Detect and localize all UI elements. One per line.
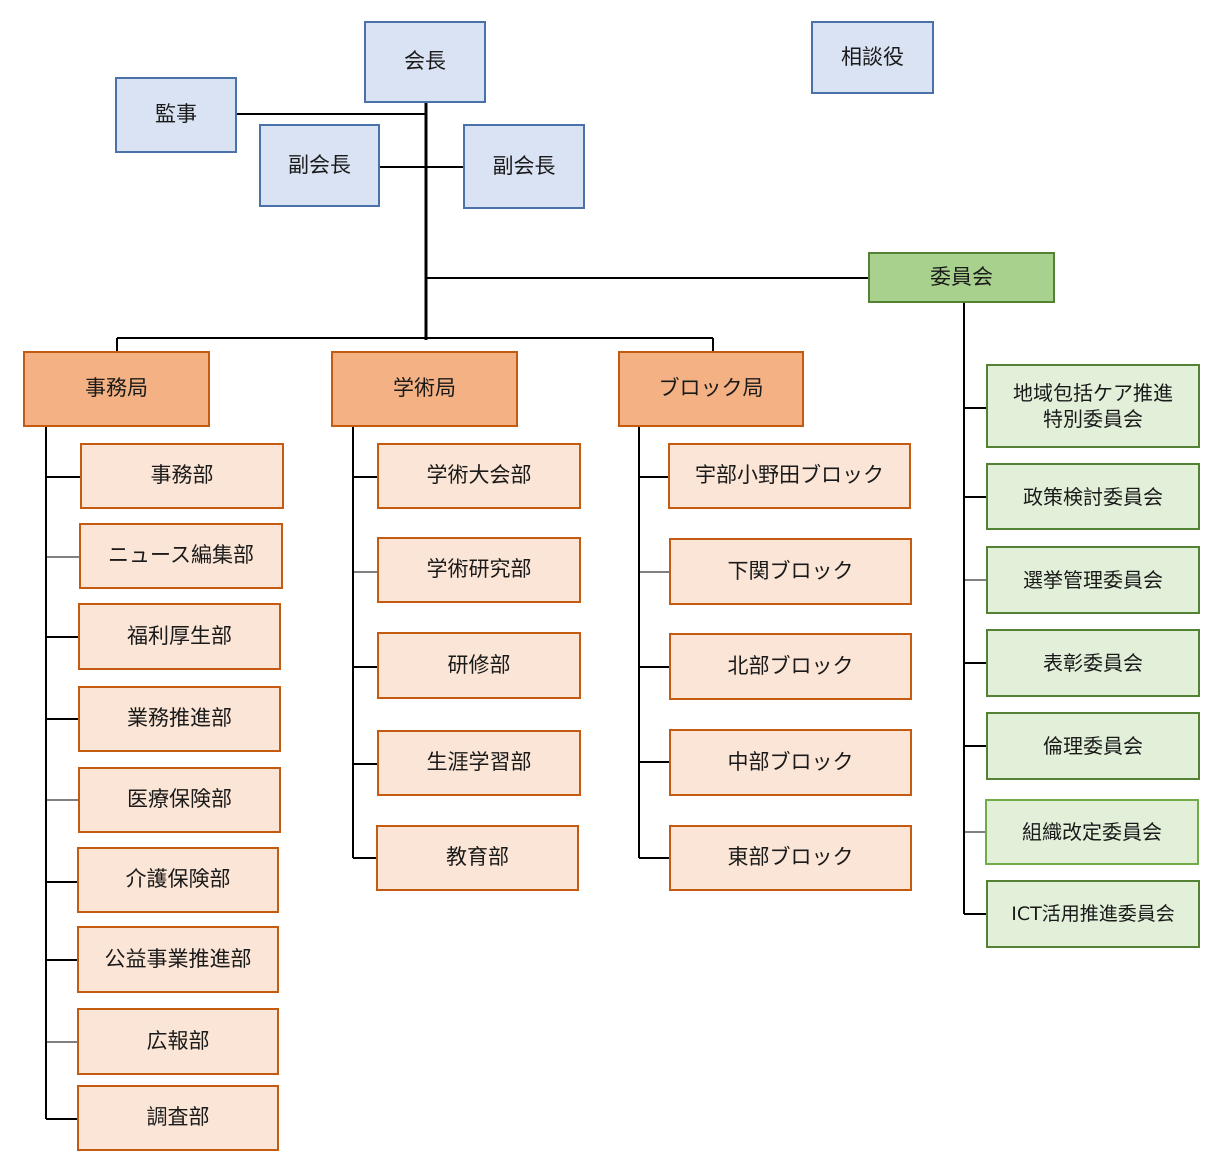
department-box: 教育部: [376, 825, 579, 891]
department-box: 介護保険部: [77, 847, 279, 913]
vice-president-box-left: 副会長: [259, 124, 380, 207]
advisor-box: 相談役: [811, 21, 934, 94]
department-box: 研修部: [377, 632, 581, 699]
department-box: 業務推進部: [78, 686, 281, 752]
committee-box: 組織改定委員会: [985, 799, 1199, 865]
bureau-box-gakujutsu: 学術局: [331, 351, 518, 427]
department-box: 生涯学習部: [377, 730, 581, 796]
department-box: 下関ブロック: [669, 538, 912, 605]
department-box: 事務部: [80, 443, 284, 509]
committee-box: 選挙管理委員会: [986, 546, 1200, 614]
department-box: 調査部: [77, 1085, 279, 1151]
committee-head-box: 委員会: [868, 252, 1055, 303]
committee-box: 政策検討委員会: [986, 463, 1200, 530]
department-box: 学術大会部: [377, 443, 581, 509]
president-box: 会長: [364, 21, 486, 103]
department-box: 公益事業推進部: [77, 926, 279, 993]
department-box: 東部ブロック: [669, 825, 912, 891]
department-box: ニュース編集部: [79, 523, 283, 589]
department-box: 広報部: [77, 1008, 279, 1075]
committee-box: 倫理委員会: [986, 712, 1200, 780]
department-box: 医療保険部: [78, 767, 281, 833]
committee-box: 表彰委員会: [986, 629, 1200, 697]
department-box: 福利厚生部: [78, 603, 281, 670]
department-box: 北部ブロック: [669, 633, 912, 700]
department-box: 中部ブロック: [669, 729, 912, 796]
committee-box: 地域包括ケア推進 特別委員会: [986, 364, 1200, 448]
department-box: 宇部小野田ブロック: [668, 443, 911, 509]
auditor-box: 監事: [115, 77, 237, 153]
department-box: 学術研究部: [377, 537, 581, 603]
bureau-box-block: ブロック局: [618, 351, 804, 427]
bureau-box-jimu: 事務局: [23, 351, 210, 427]
vice-president-box-right: 副会長: [463, 124, 585, 209]
committee-box: ICT活用推進委員会: [986, 880, 1200, 948]
